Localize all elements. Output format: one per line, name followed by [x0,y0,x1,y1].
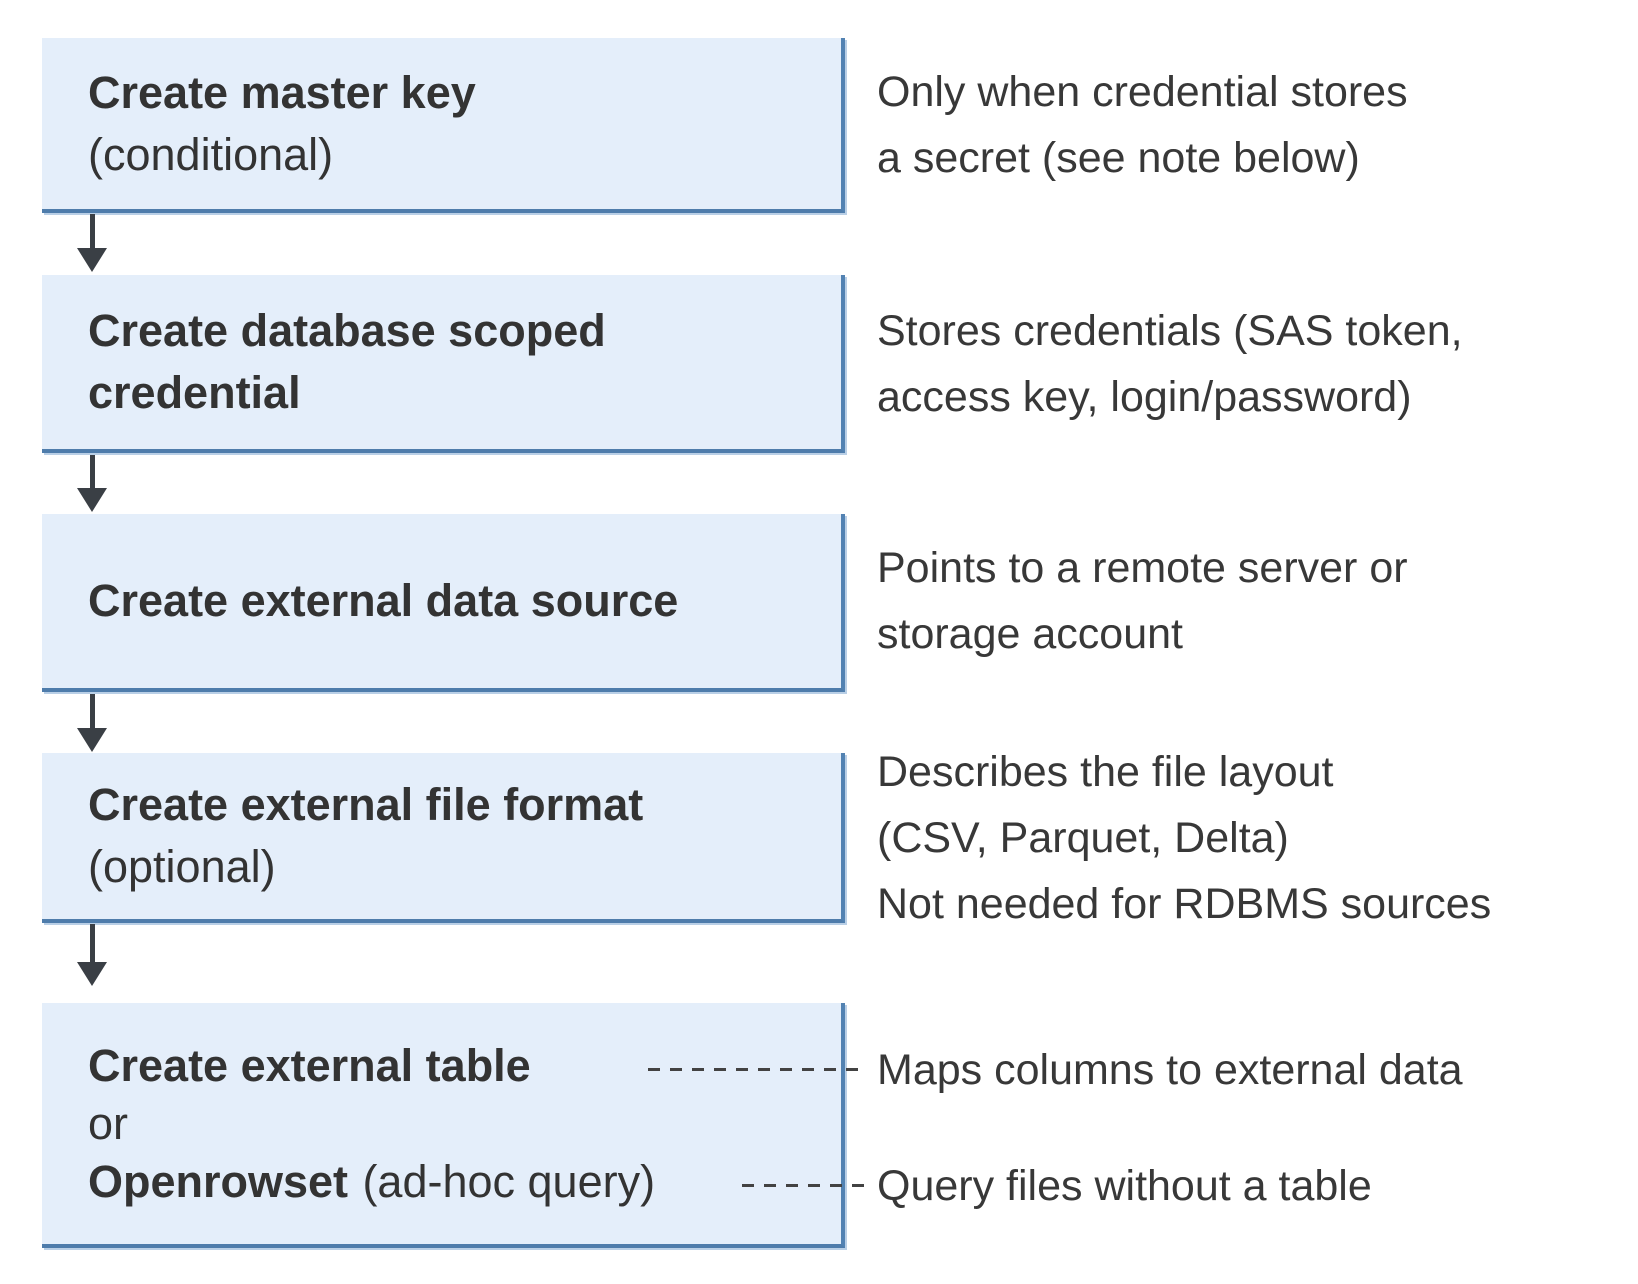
arrow-head [77,728,107,752]
openrowset-label: Openrowset [88,1155,349,1207]
arrow-stem [90,924,95,964]
dashed-connector-external-table [648,1068,866,1071]
step-box-create-external-data-source: Create external data source [42,514,845,692]
annotation-line: storage account [877,610,1183,658]
annotation-external-data-source: Points to a remote server or storage acc… [877,535,1408,667]
step-title: Create master key [88,66,476,118]
arrow-stem [90,214,95,250]
openrowset-note: (ad-hoc query) [362,1155,656,1207]
annotation-line: Maps columns to external data [877,1046,1463,1094]
step-option-openrowset: Openrowset(ad-hoc query) [88,1153,841,1211]
step-title-line: credential [88,367,301,418]
step-title-line: Create database scoped [88,305,606,356]
annotation-line: Points to a remote server or [877,544,1408,592]
step-conjunction: or [88,1097,129,1149]
step-box-create-master-key: Create master key (conditional) [42,38,845,213]
annotation-line: a secret (see note below) [877,134,1360,182]
arrow-down-icon [77,694,107,752]
step-box-create-external-table-or-openrowset: Create external table or Openrowset(ad-h… [42,1003,845,1248]
annotation-line: Describes the file layout [877,748,1334,796]
arrow-down-icon [77,924,107,986]
arrow-head [77,962,107,986]
arrow-stem [90,455,95,490]
step-subtitle: (optional) [88,841,276,892]
annotation-master-key: Only when credential stores a secret (se… [877,59,1408,191]
step-option-create-external-table: Create external table [88,1039,531,1091]
step-box-create-database-scoped-credential: Create database scoped credential [42,275,845,453]
step-title: Create external data source [88,575,679,626]
annotation-external-file-format: Describes the file layout (CSV, Parquet,… [877,739,1491,937]
annotation-line: Not needed for RDBMS sources [877,880,1492,928]
annotation-database-scoped-credential: Stores credentials (SAS token, access ke… [877,298,1463,430]
step-title: Create external file format [88,779,644,830]
annotation-openrowset: Query files without a table [877,1153,1372,1219]
annotation-line: access key, login/password) [877,373,1412,421]
arrow-head [77,488,107,512]
step-subtitle: (conditional) [88,128,334,180]
arrow-down-icon [77,214,107,272]
annotation-line: Only when credential stores [877,68,1408,116]
arrow-down-icon [77,455,107,512]
annotation-line: Stores credentials (SAS token, [877,307,1463,355]
dashed-connector-openrowset [742,1184,866,1187]
arrow-head [77,248,107,272]
step-box-create-external-file-format: Create external file format (optional) [42,753,845,923]
annotation-line: (CSV, Parquet, Delta) [877,814,1289,862]
arrow-stem [90,694,95,730]
annotation-line: Query files without a table [877,1162,1372,1210]
annotation-external-table: Maps columns to external data [877,1037,1463,1103]
